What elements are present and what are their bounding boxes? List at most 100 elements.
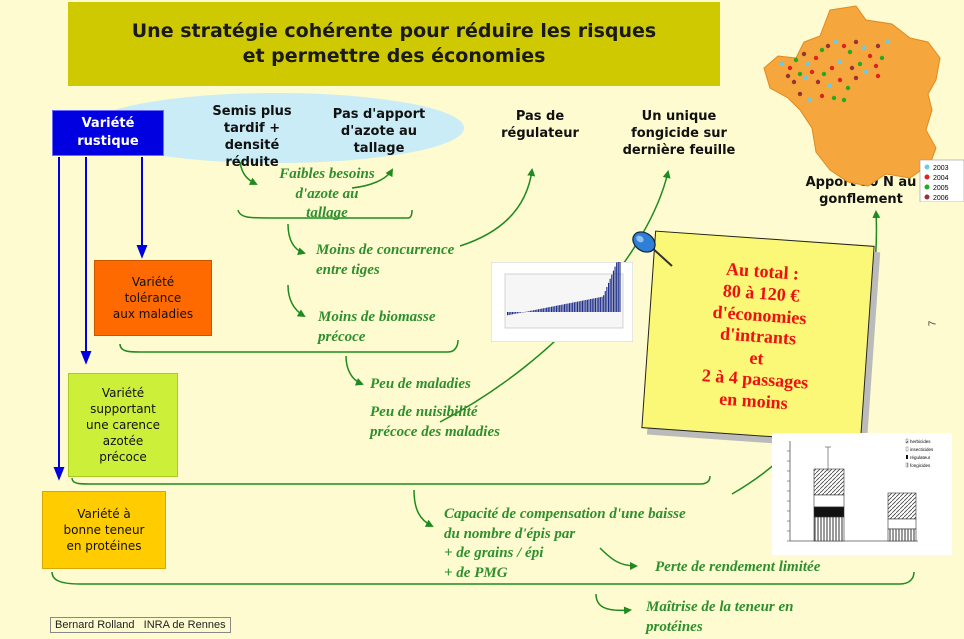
slide-title: Une stratégie cohérente pour réduire les… [68,2,720,86]
ranking-bar [594,298,597,312]
effect-line: d'azote au [295,185,359,202]
ranking-bar [526,311,528,312]
effect-maitrise: Maîtrise de la teneur en protéines [646,598,794,637]
ranking-bar [573,302,575,312]
effect-biomasse: Moins de biomasse précoce [318,308,436,347]
effect-line: tallage [306,205,348,221]
box-label: supportant [90,401,156,416]
ranking-bar [580,301,582,312]
label-line: régulateur [501,126,579,142]
ranking-bar [511,312,514,315]
stacked-bar-chart: herbicides insecticides régulateur fongi… [772,433,952,555]
ranking-bar [608,282,610,312]
ranking-bar [578,301,580,312]
map-site-dot [885,39,891,45]
legend-2004: 2004 [933,175,949,182]
bar-2 [887,492,917,542]
ranking-bar [552,306,554,312]
map-site-dot [863,69,869,75]
ranking-bar [603,295,605,312]
page-number: 7 [927,320,939,327]
ranking-bar [542,308,544,312]
ranking-bar [534,309,536,312]
ranking-bar [568,303,571,312]
map-site-dot [807,97,813,103]
map-site-dot [803,75,809,81]
france-map: 2003 2004 2005 2006 [763,5,964,202]
label-line: densité [224,138,280,154]
ranking-bar [588,299,590,312]
ranking-bar [510,312,512,315]
effect-nuisibilite: Peu de nuisibilité précoce des maladies [370,403,500,442]
label-line: Semis plus [212,104,292,119]
effect-capacite: Capacité de compensation d'une baisse du… [444,505,686,583]
effect-perte: Perte de rendement limitée [655,559,821,575]
label-line: tallage [353,141,405,157]
map-shape [763,5,941,187]
effect-line: Faibles besoins [279,166,375,182]
map-site-dot [867,53,873,59]
ranking-bar [593,298,595,312]
label-line: Un unique [641,109,717,124]
ranking-bar [604,291,606,312]
note-line: d'intrants [719,323,797,349]
box-variete-tolerance: Variété tolérance aux maladies [94,260,212,336]
ranking-bar [541,308,543,312]
effect-line: Peu de nuisibilité [370,404,478,420]
ranking-bar [577,301,579,312]
ranking-bar [559,305,561,312]
effect-concurrence: Moins de concurrence entre tiges [316,241,454,280]
map-site-dot [791,79,797,85]
note-line: et [748,347,765,369]
map-site-dot [785,73,791,79]
map-site-dot [875,73,881,79]
ranking-bar [528,311,530,312]
effect-line: précoce des maladies [370,423,500,440]
ranking-bar [590,299,592,312]
label-regulateur: Pas de régulateur [490,108,590,142]
map-site-dot [801,51,807,57]
ranking-bar [606,287,608,312]
map-site-dot [875,43,881,49]
map-site-dot [837,77,843,83]
box-label: Variété [81,116,135,132]
legend-2006: 2006 [933,195,949,202]
ranking-bar [564,304,566,312]
ranking-bar [565,303,567,312]
box-label: Variété [131,274,175,289]
ranking-bar [596,297,598,312]
legend-insecticides: insecticides [910,447,934,452]
effect-line: Moins de concurrence [316,242,455,258]
map-site-dot [787,65,793,71]
ranking-bar [554,306,556,312]
map-site-dot [819,93,825,99]
label-azote: Pas d'apport d'azote au tallage [322,106,436,157]
map-site-dot [813,55,819,61]
map-site-dot [849,65,855,71]
map-site-dot [797,91,803,97]
box-variete-proteines: Variété à bonne teneur en protéines [42,491,166,569]
box-label: Variété [101,385,145,400]
box-label: précoce [99,450,147,465]
box-label: en protéines [66,539,142,554]
legend-herbicides: herbicides [910,439,931,444]
ranking-bar [520,312,522,313]
box-label: rustique [77,134,139,149]
effect-line: entre tiges [316,261,380,278]
map-site-dot [827,83,833,89]
ranking-bar [533,310,535,312]
ranking-bar [611,274,613,312]
ranking-bar [507,312,509,316]
map-site-dot [821,71,827,77]
map-site-dot [873,63,879,69]
effect-line: + de grains / épi [444,545,544,561]
effect-line: protéines [646,618,703,635]
box-variete-carence: Variété supportant une carence azotée pr… [68,373,178,477]
map-site-dot [797,71,803,77]
title-line-1: Une stratégie cohérente pour réduire les… [131,19,657,42]
label-line: Pas d'apport [332,107,426,122]
blue-arrows [53,157,148,481]
label-line: gonflement [819,192,903,208]
box-variete-rustique: Variété rustique [52,110,164,156]
map-dots [779,39,891,103]
